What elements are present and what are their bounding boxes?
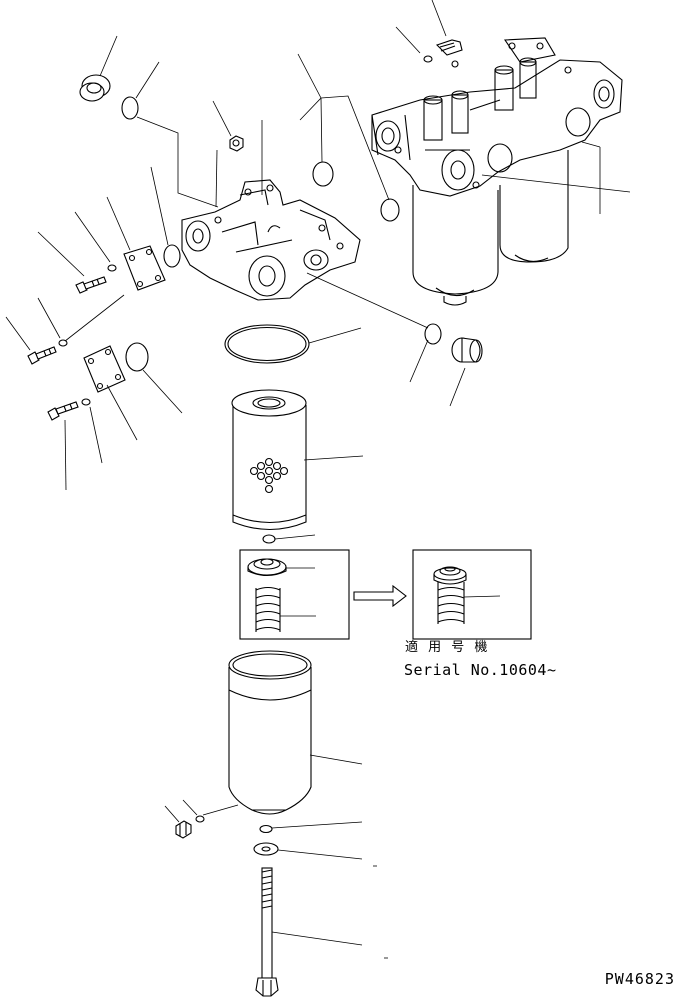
filter-head-casting <box>181 179 361 301</box>
assembled-double-filter <box>371 37 623 306</box>
o-ring-right <box>424 323 442 345</box>
plug-right <box>449 337 483 407</box>
filter-element <box>231 389 364 530</box>
serial-number-note: Serial No.10604~ <box>404 661 557 679</box>
large-o-ring <box>224 324 362 364</box>
o-ring-pair-b <box>380 198 400 222</box>
valve-spring-box-old <box>239 549 350 640</box>
washer <box>253 842 363 860</box>
o-ring-head-port <box>163 244 181 268</box>
valve-spring-box-new <box>412 549 532 640</box>
figure-code: PW46823 <box>604 970 675 988</box>
filter-canister <box>228 650 363 815</box>
cover-plate-upper <box>106 196 166 291</box>
small-ring-lower <box>259 824 273 834</box>
plug-top-left <box>79 35 118 102</box>
cover-plate-lower <box>83 345 138 441</box>
drain-plug <box>164 799 239 839</box>
bolt-lower-left <box>47 398 103 491</box>
bolt-upper-left <box>37 211 125 346</box>
o-ring-top-left <box>121 96 139 120</box>
center-bolt <box>255 867 363 997</box>
small-ring-upper <box>262 534 276 544</box>
nut <box>212 100 244 152</box>
replacement-arrow <box>353 584 407 608</box>
applicable-serial-heading: 適 用 号 機 <box>405 640 491 655</box>
bolt-middle-left <box>5 297 68 365</box>
o-ring-pair-a <box>312 161 334 187</box>
head-bolt-top-right <box>395 0 463 63</box>
o-ring-cover <box>125 342 149 372</box>
